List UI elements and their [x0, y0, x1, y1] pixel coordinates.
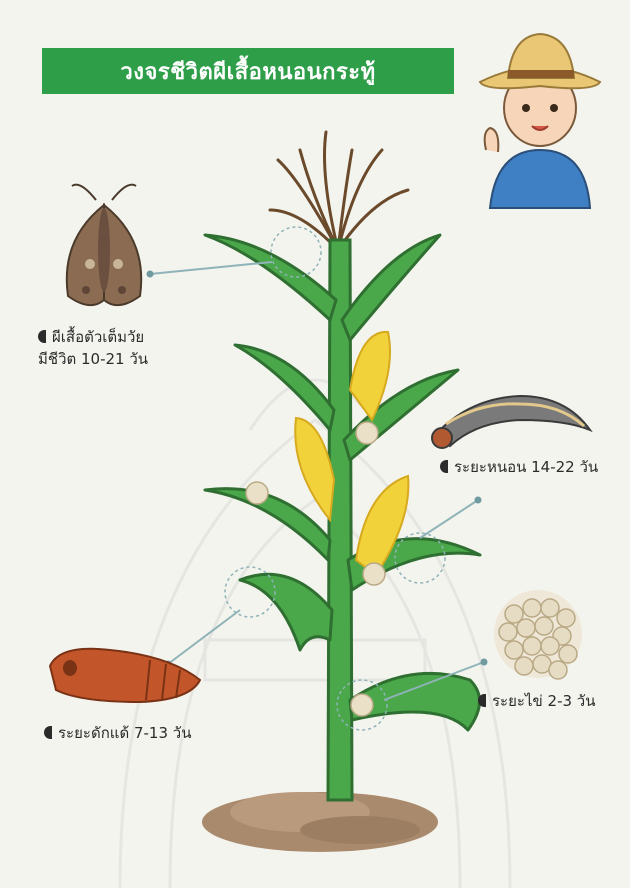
- bullet-marker: [38, 330, 46, 343]
- diagram-title: วงจรชีวิตผีเสื้อหนอนกระทู้: [120, 54, 375, 89]
- title-banner: วงจรชีวิตผีเสื้อหนอนกระทู้: [42, 48, 454, 94]
- soil-mound: [202, 792, 438, 852]
- larva-illustration: [432, 396, 590, 448]
- larva-stage-text: ระยะหนอน 14-22 วัน: [454, 458, 598, 476]
- bullet-marker: [440, 460, 448, 473]
- adult-moth-illustration: [67, 185, 141, 306]
- adult-stage-line2: มีชีวิต 10-21 วัน: [38, 350, 148, 368]
- egg-cluster-illustration: [494, 590, 582, 679]
- bullet-marker: [478, 694, 486, 707]
- egg-stage-text: ระยะไข่ 2-3 วัน: [492, 692, 595, 710]
- larva-stage-label: ระยะหนอน 14-22 วัน: [440, 456, 598, 478]
- adult-stage-line1: ผีเสื้อตัวเต็มวัย: [52, 328, 144, 346]
- bullet-marker: [44, 726, 52, 739]
- farmer-character: [480, 34, 600, 208]
- corn-tassel: [270, 132, 408, 250]
- pupa-stage-text: ระยะดักแด้ 7-13 วัน: [58, 724, 191, 742]
- egg-stage-label: ระยะไข่ 2-3 วัน: [478, 690, 595, 712]
- pupa-stage-label: ระยะดักแด้ 7-13 วัน: [44, 722, 191, 744]
- adult-stage-label: ผีเสื้อตัวเต็มวัย มีชีวิต 10-21 วัน: [38, 326, 148, 370]
